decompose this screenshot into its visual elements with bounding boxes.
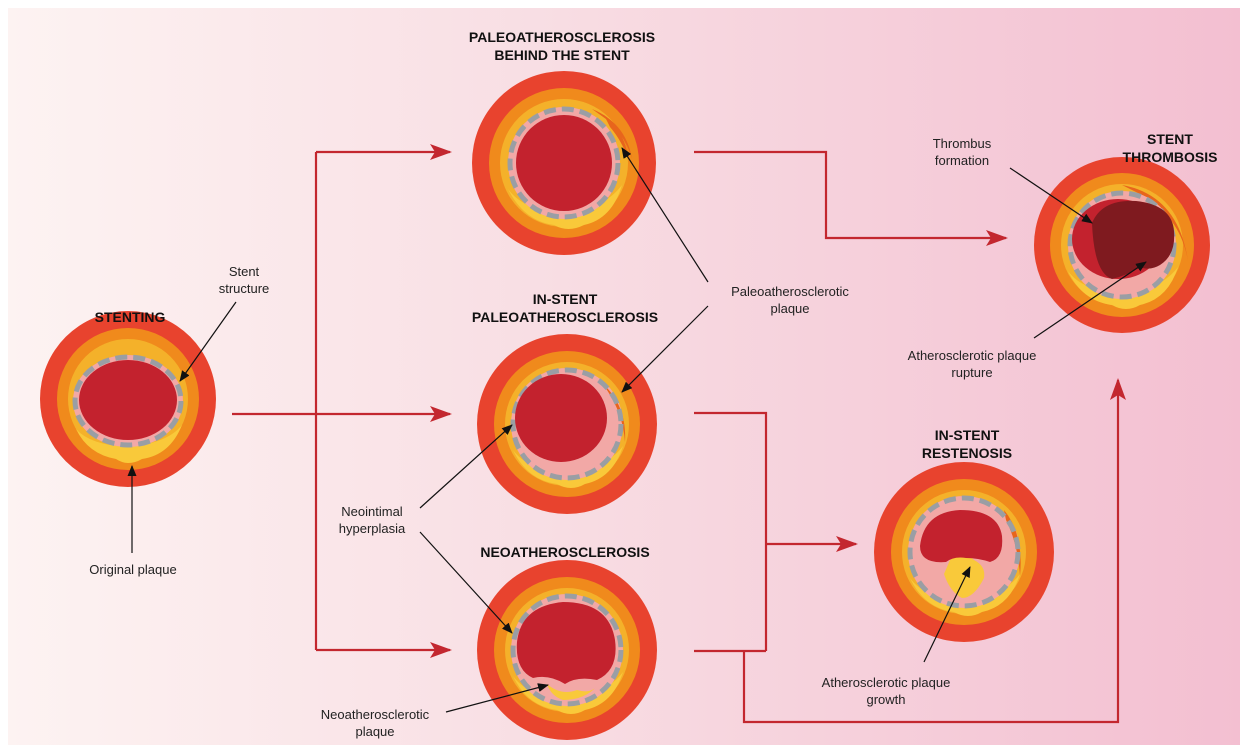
- label-paleo-plaque-line1: Paleoatherosclerotic: [731, 284, 849, 299]
- title-paleo-behind-line1: PALEOATHEROSCLEROSIS: [469, 29, 655, 45]
- title-instent-paleo-line1: IN-STENT: [533, 291, 598, 307]
- title-neo: NEOATHEROSCLEROSIS: [480, 544, 649, 560]
- label-neointimal-line1: Neointimal: [341, 504, 403, 519]
- label-original-plaque: Original plaque: [89, 562, 176, 577]
- label-rupture-line1: Atherosclerotic plaque: [908, 348, 1037, 363]
- title-thrombosis-line2: THROMBOSIS: [1123, 149, 1218, 165]
- label-neo-plaque-line1: Neoatherosclerotic: [321, 707, 430, 722]
- vessel-paleo-behind: [472, 71, 656, 255]
- label-neointimal-line2: hyperplasia: [339, 521, 406, 536]
- arrow-instent-paleo-down: [694, 413, 766, 651]
- label-thrombus-line2: formation: [935, 153, 989, 168]
- vessel-stenting: [40, 311, 216, 487]
- title-instent-paleo-line2: PALEOATHEROSCLEROSIS: [472, 309, 658, 325]
- label-thrombus-line1: Thrombus: [933, 136, 992, 151]
- title-thrombosis-line1: STENT: [1147, 131, 1193, 147]
- vessel-thrombosis: [1034, 157, 1210, 333]
- title-restenosis-line2: RESTENOSIS: [922, 445, 1012, 461]
- label-growth-line2: growth: [866, 692, 905, 707]
- label-neo-plaque-line2: plaque: [355, 724, 394, 739]
- vessel-restenosis: [874, 462, 1054, 642]
- label-stent-structure-line1: Stent: [229, 264, 260, 279]
- title-stenting: STENTING: [95, 309, 166, 325]
- vessel-neo: [477, 560, 657, 740]
- label-growth-line1: Atherosclerotic plaque: [822, 675, 951, 690]
- vessel-instent-paleo: [477, 334, 657, 514]
- title-restenosis-line1: IN-STENT: [935, 427, 1000, 443]
- label-paleo-plaque-line2: plaque: [770, 301, 809, 316]
- label-rupture-line2: rupture: [951, 365, 992, 380]
- title-paleo-behind-line2: BEHIND THE STENT: [494, 47, 630, 63]
- label-stent-structure-line2: structure: [219, 281, 270, 296]
